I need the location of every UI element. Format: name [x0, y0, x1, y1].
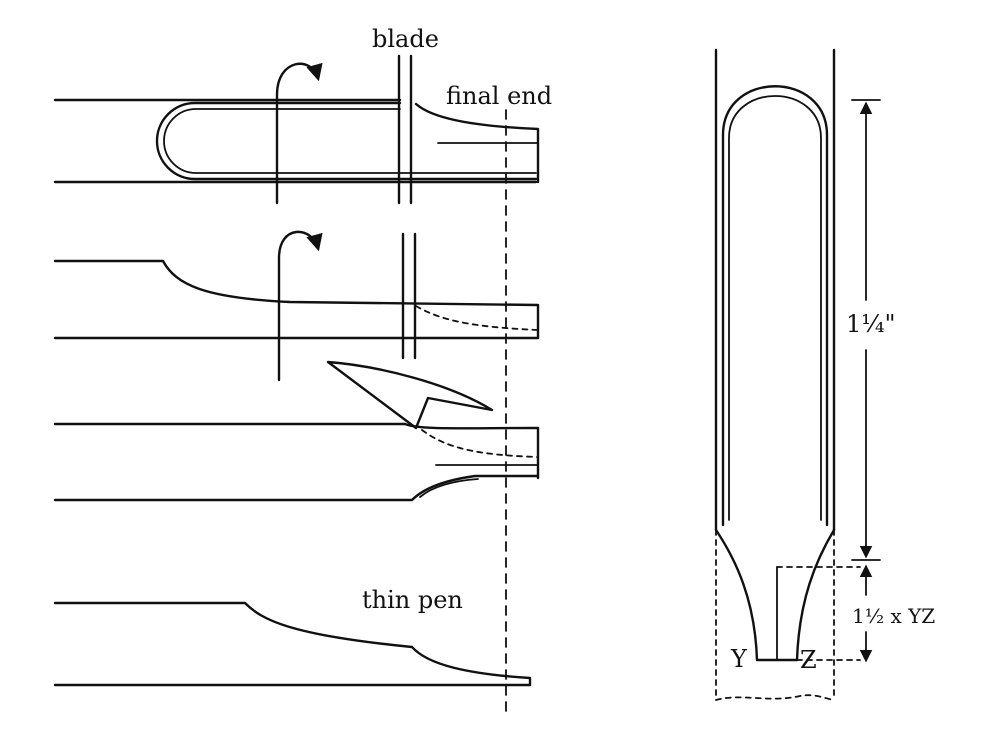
step-3-quill — [53, 422, 540, 502]
curved-arrow-icon — [277, 230, 323, 382]
length-dimension-arrow — [851, 99, 881, 561]
step-4-thin-pen — [53, 601, 532, 687]
label-thin-pen: thin pen — [362, 586, 463, 614]
label-blade: blade — [372, 25, 439, 53]
label-z: Z — [800, 646, 817, 674]
label-y: Y — [730, 645, 748, 673]
finished-pen — [714, 48, 861, 701]
label-final-end: final end — [446, 82, 552, 110]
label-length: 1¼" — [846, 310, 896, 338]
blade-2 — [401, 232, 417, 360]
step-1-quill — [53, 98, 540, 184]
label-ratio: 1½ x YZ — [852, 604, 935, 628]
curved-arrow-icon — [275, 62, 323, 205]
step-2-quill — [53, 259, 540, 340]
knife-blade-icon — [326, 360, 494, 430]
blade-1 — [397, 54, 413, 205]
